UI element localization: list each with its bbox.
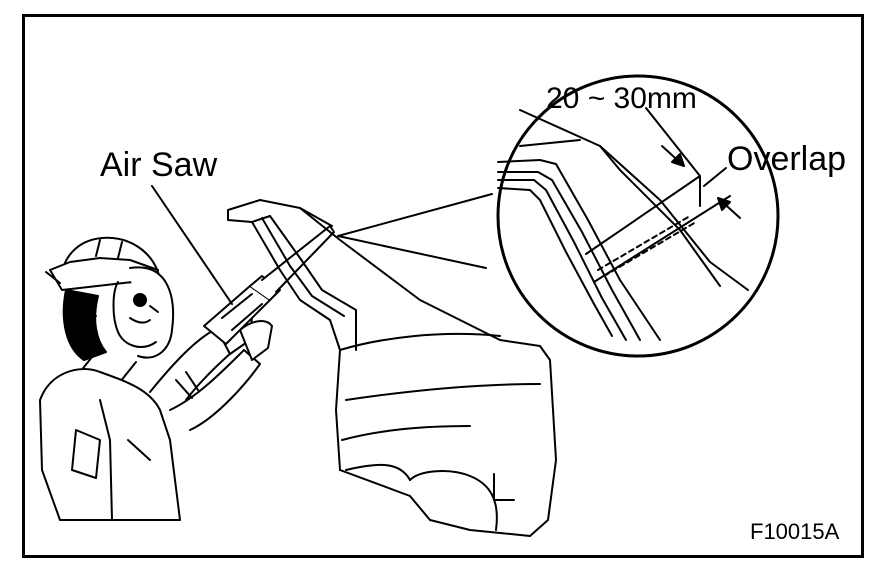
overlap-leader — [703, 167, 727, 187]
overlap-label: Overlap — [727, 140, 847, 178]
detail-magnifier — [496, 74, 780, 358]
air-saw-label: Air Saw — [100, 146, 218, 184]
dimension-label: 20 ~ 30mm — [546, 82, 697, 115]
figure-id-label: F10015A — [750, 519, 840, 544]
air-saw-tool — [203, 225, 335, 345]
technician-figure — [39, 236, 273, 521]
air-saw-leader — [151, 185, 233, 305]
quarter-panel — [227, 199, 557, 537]
callout-connector — [337, 193, 493, 269]
